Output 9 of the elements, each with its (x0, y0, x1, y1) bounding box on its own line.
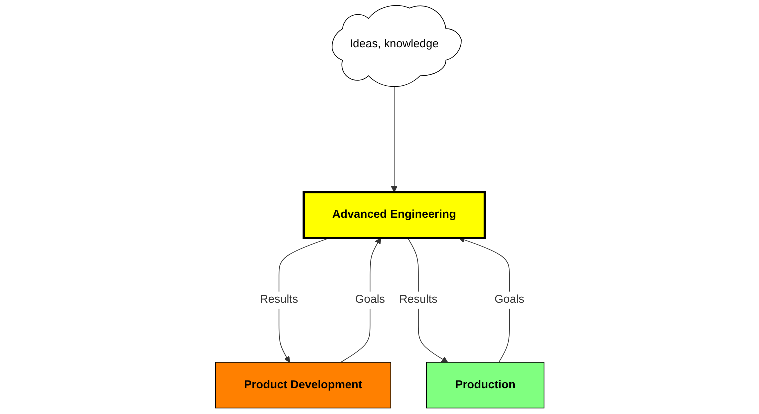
node-box: Product Development (214, 362, 391, 409)
edge-label: Results (260, 294, 298, 306)
arrow (390, 84, 398, 193)
node-box: Production (426, 362, 544, 409)
edge-label: Results (399, 294, 438, 306)
arrow (458, 237, 510, 363)
node-box: Advanced Engineering (302, 191, 486, 240)
edge-label: Goals (494, 294, 524, 306)
edge-label: Goals (354, 294, 385, 306)
